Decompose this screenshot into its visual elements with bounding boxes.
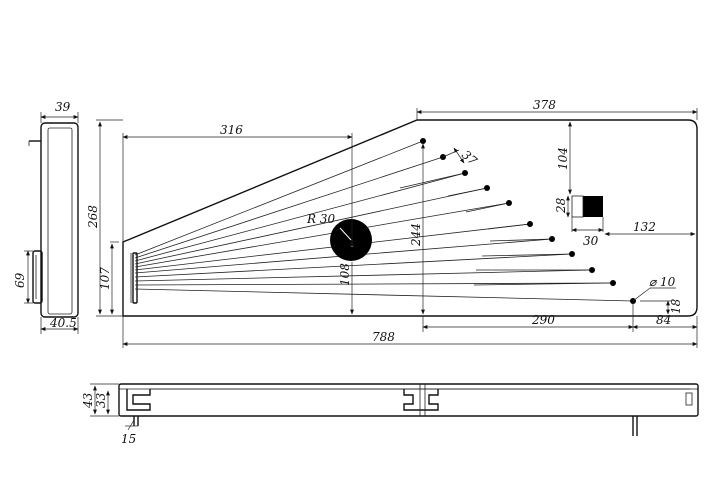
- left-height-label: 107: [98, 267, 112, 290]
- profile-15-label: 15: [121, 432, 136, 446]
- side-view: 39 69 40.5: [13, 100, 79, 334]
- top-width-label: 378: [533, 98, 556, 112]
- bottom-290-label: 290: [531, 313, 555, 327]
- tuning-pins: [420, 138, 636, 304]
- square-top-label: 104: [556, 147, 570, 170]
- side-width-label: 39: [55, 100, 71, 114]
- square-block: [583, 196, 603, 217]
- profile-view: 43 33 15: [81, 383, 699, 446]
- angle-label: 37: [459, 148, 480, 169]
- pin-offset-label: 18: [669, 298, 683, 314]
- square-right-label: 132: [633, 220, 656, 234]
- overall-length-label: 788: [372, 330, 395, 344]
- side-depth-label: 40.5: [49, 316, 77, 330]
- upright-height-label: 244: [409, 223, 423, 247]
- side-handle-height-label: 69: [13, 272, 27, 288]
- hole-offset-label: 108: [338, 263, 352, 286]
- bottom-84-label: 84: [656, 313, 671, 327]
- total-height-label: 268: [86, 205, 100, 229]
- strings: [134, 140, 634, 302]
- hole-radius-label: R 30: [306, 212, 335, 226]
- left-top-label: 316: [220, 123, 243, 137]
- front-view: R 30 378 316 268 107 108 244 37: [86, 98, 698, 348]
- pin-diameter-label: ⌀ 10: [649, 275, 676, 289]
- square-height-label: 28: [554, 197, 568, 214]
- square-width-label: 30: [583, 234, 599, 248]
- profile-33-label: 33: [94, 392, 108, 408]
- profile-43-label: 43: [81, 392, 95, 409]
